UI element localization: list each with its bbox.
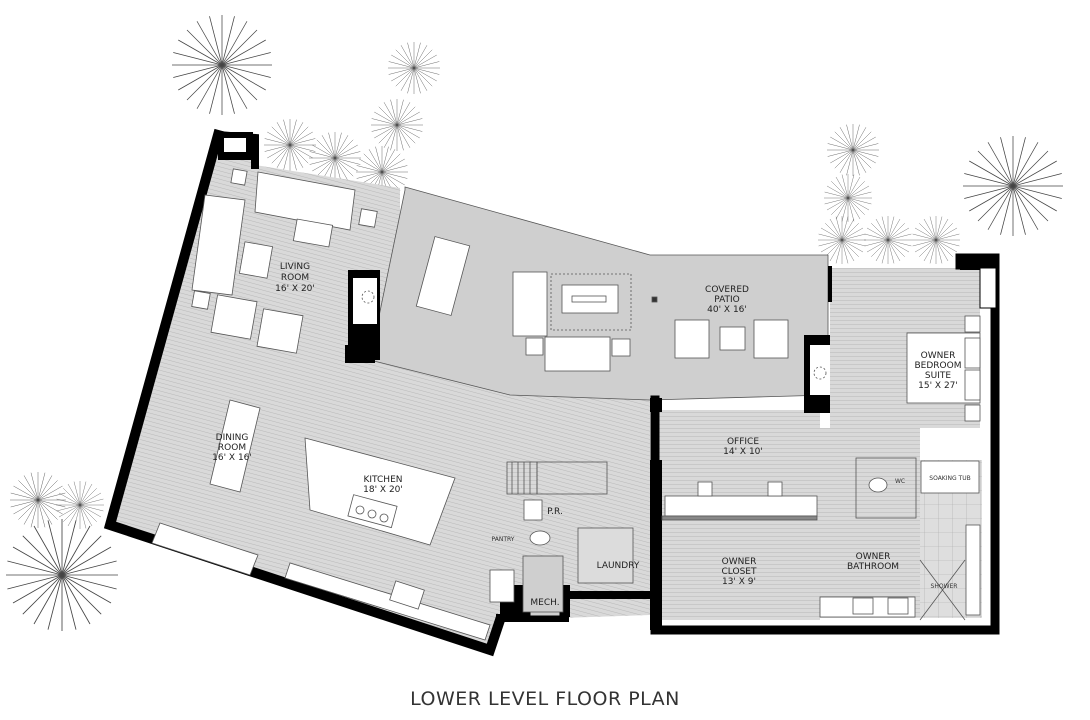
covered-patio-label: COVERED [705, 285, 749, 295]
shower-label: SHOWER [931, 583, 958, 590]
tree-icon [9, 471, 67, 529]
patio-furniture [415, 236, 789, 372]
office-furniture [661, 481, 818, 521]
pantry-label: PANTRY [492, 536, 515, 543]
plan-title: LOWER LEVEL FLOOR PLAN [410, 688, 680, 710]
svg-text:BEDROOM: BEDROOM [915, 361, 962, 371]
tree-icon [823, 173, 873, 223]
svg-text:15' X 27': 15' X 27' [918, 381, 958, 391]
kitchen-label: KITCHEN [364, 475, 403, 485]
laundry-label: LAUNDRY [597, 561, 640, 571]
svg-text:18' X 20': 18' X 20' [363, 485, 403, 495]
tree-icon [826, 123, 880, 177]
tree-icon [5, 518, 119, 632]
tree-icon [962, 135, 1064, 237]
svg-text:ROOM: ROOM [281, 273, 309, 283]
svg-text:SUITE: SUITE [925, 371, 951, 381]
svg-text:16' X 16': 16' X 16' [212, 453, 252, 463]
svg-text:CLOSET: CLOSET [722, 567, 757, 577]
soaking-tub-label: SOAKING TUB [929, 475, 970, 482]
mech-label: MECH. [530, 598, 559, 608]
svg-text:ROOM: ROOM [218, 443, 246, 453]
tree-icon [387, 41, 441, 95]
bedroom-furniture [813, 315, 981, 422]
svg-text:BATHROOM: BATHROOM [847, 562, 899, 572]
svg-text:40' X 16': 40' X 16' [707, 305, 747, 315]
tree-icon [911, 215, 961, 265]
room-labels: LIVING ROOM 16' X 20' COVERED PATIO 40' … [212, 262, 971, 608]
service-core [489, 461, 634, 613]
tree-icon [171, 14, 273, 116]
svg-text:16' X 20': 16' X 20' [275, 284, 315, 294]
closet-floor [660, 520, 820, 620]
tree-icon [263, 118, 317, 172]
bathroom-floor [820, 428, 920, 618]
svg-text:PATIO: PATIO [714, 295, 740, 305]
living-room-furniture [191, 168, 378, 354]
office-label: OFFICE [727, 437, 759, 447]
living-room-label: LIVING [280, 262, 310, 272]
powder-room-label: P.R. [547, 507, 563, 517]
bathroom-fixtures [819, 457, 981, 621]
tree-icon [370, 98, 424, 152]
owner-bathroom-label: OWNER [856, 552, 891, 562]
tree-icon [55, 480, 105, 530]
dining-room-label: DINING [216, 433, 249, 443]
wc-label: WC [895, 478, 905, 485]
dining-kitchen-furniture [151, 399, 491, 641]
svg-text:13' X 9': 13' X 9' [722, 577, 756, 587]
owner-bedroom-label: OWNER [921, 351, 956, 361]
svg-text:14' X 10': 14' X 10' [723, 447, 763, 457]
owner-closet-label: OWNER [722, 557, 757, 567]
tree-icon [863, 215, 913, 265]
